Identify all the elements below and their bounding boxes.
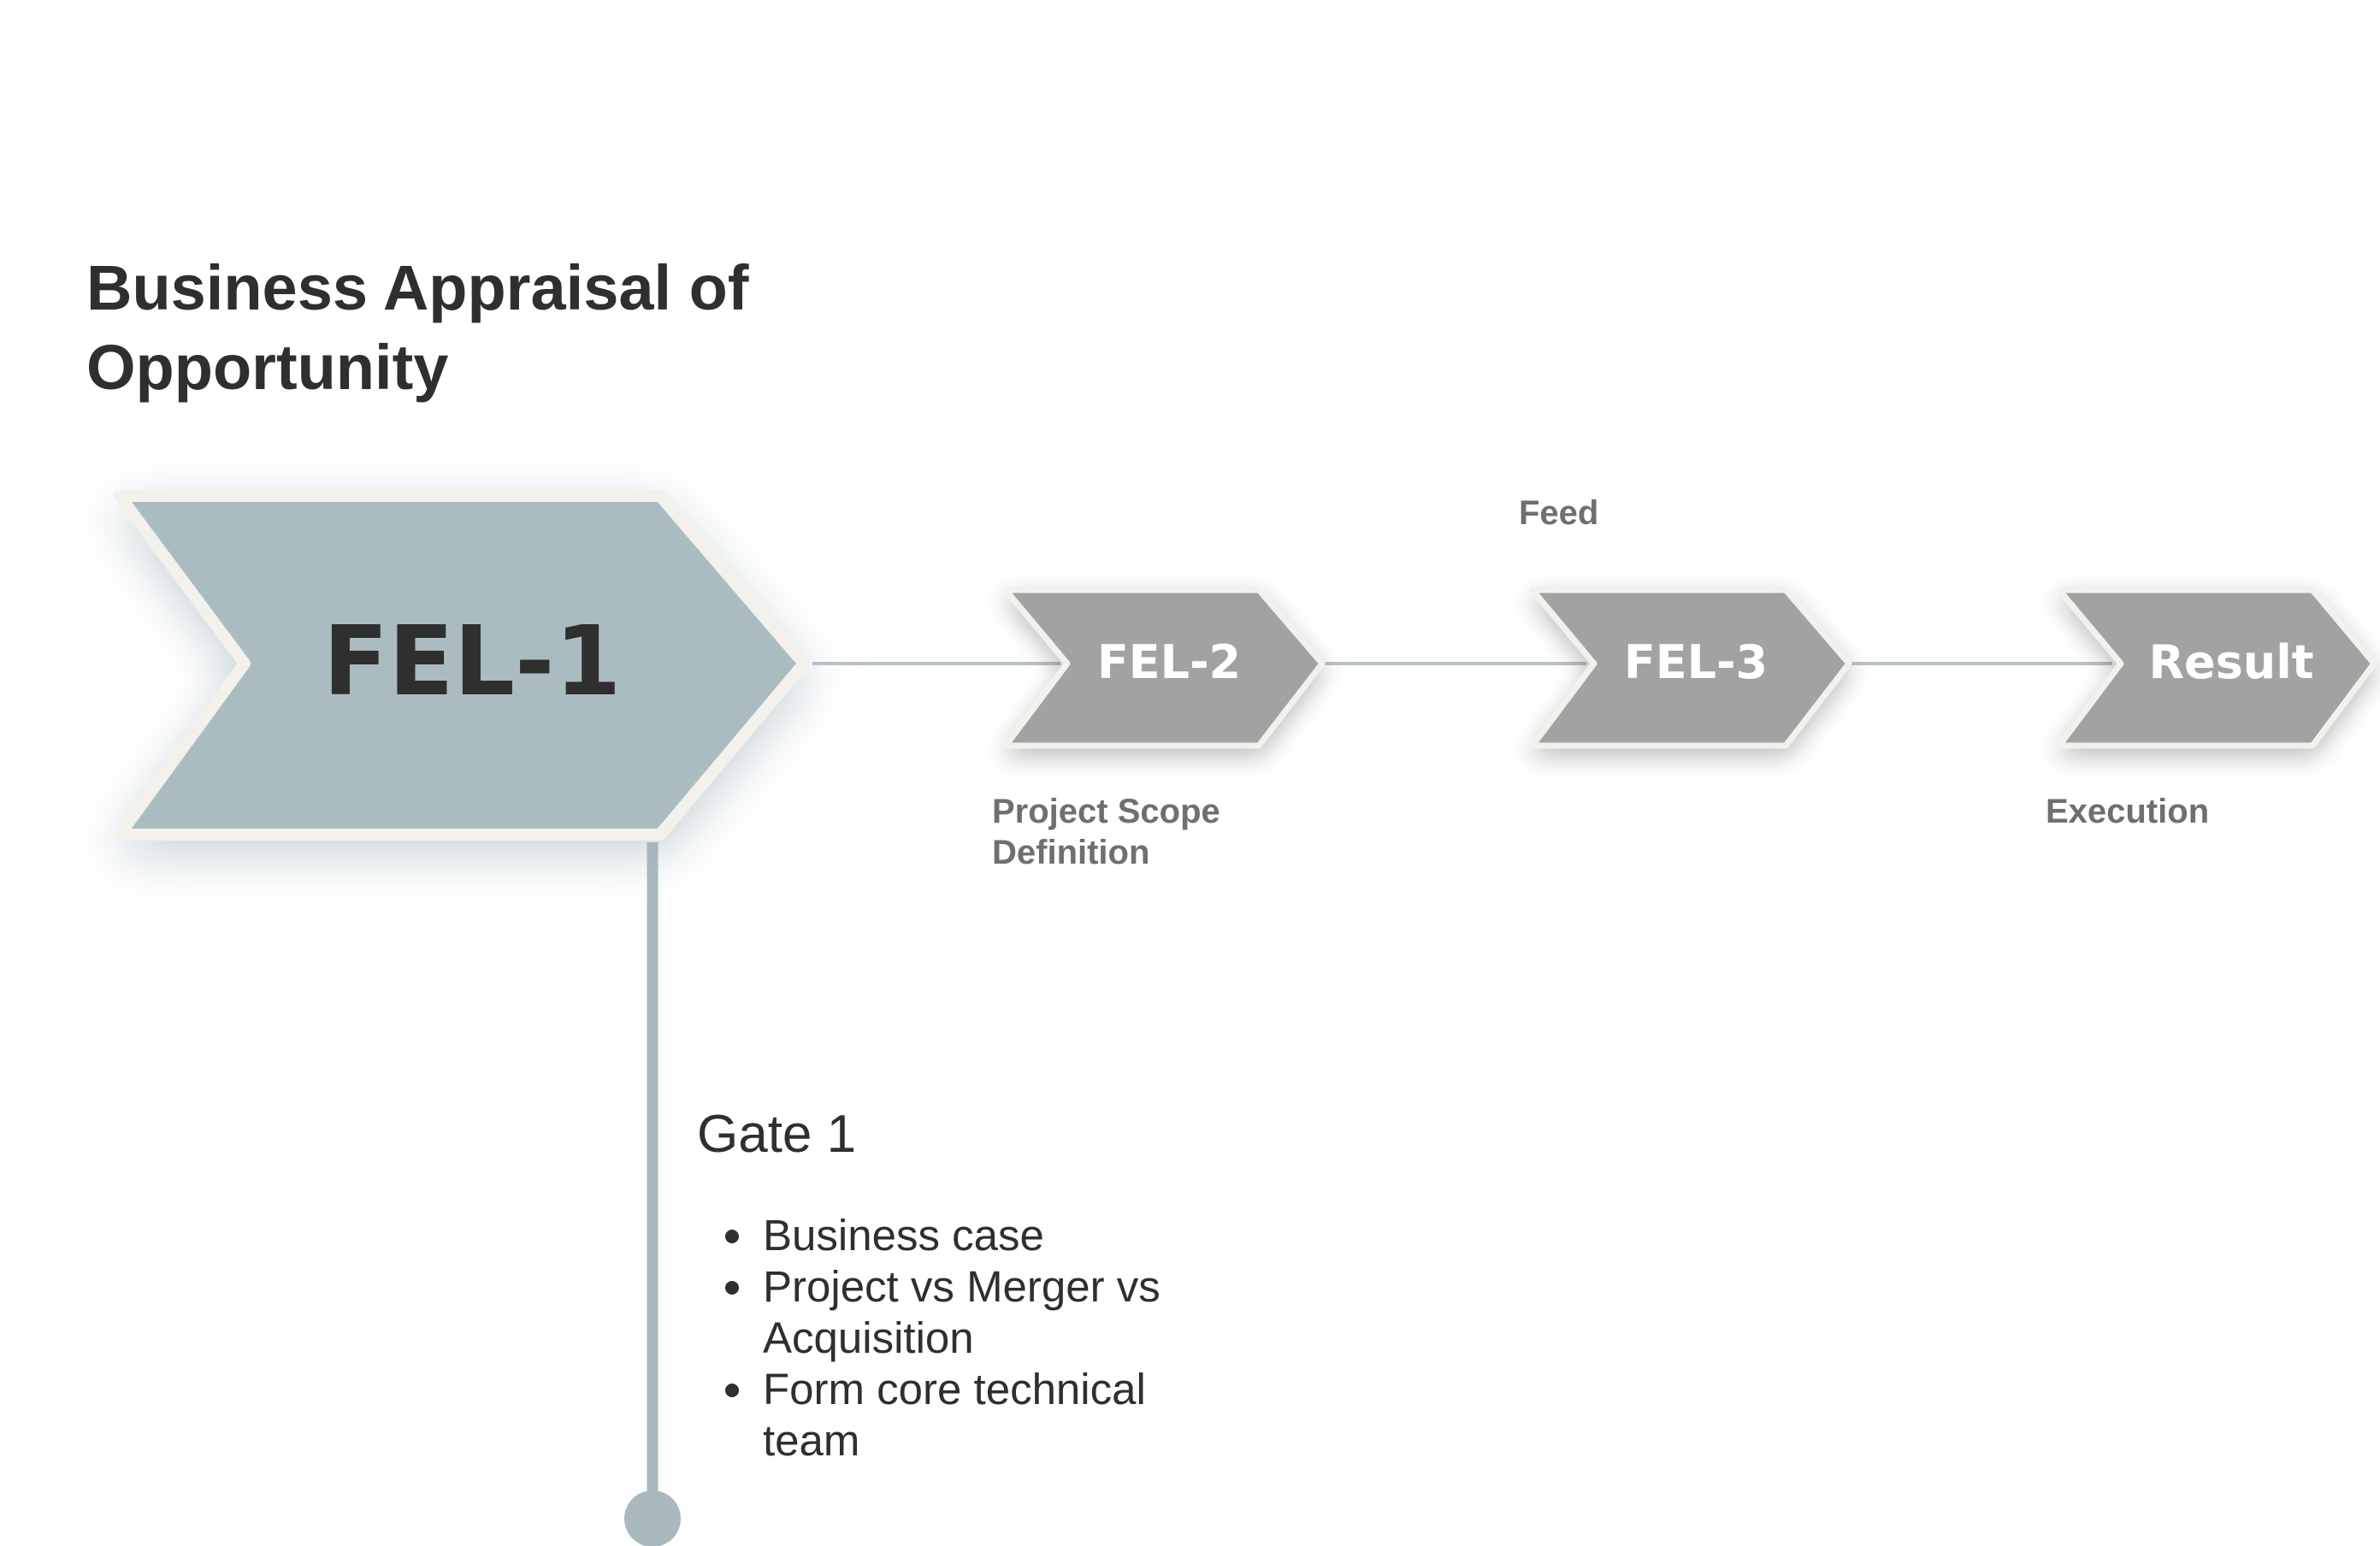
- stage-fel-3-label: FEL-3: [1624, 635, 1768, 689]
- diagram-title-line-2: Opportunity: [86, 332, 448, 403]
- stage-fel-1: [114, 490, 810, 841]
- gate-1-title: Gate 1: [697, 1105, 856, 1164]
- stage-result-label: Result: [2148, 635, 2313, 689]
- bullet-marker: [725, 1384, 739, 1397]
- stage-fel-3-chevron: [1529, 587, 1852, 749]
- stage-fel-1-label: FEL-1: [323, 606, 622, 717]
- bullet-item-2-line-1: Project vs Merger vs: [763, 1262, 1160, 1311]
- diagram-title-line-1: Business Appraisal of: [86, 252, 749, 323]
- stage-fel-2: [1002, 587, 1326, 749]
- bullet-item-3-line-1: Form core technical: [763, 1365, 1146, 1413]
- stage-result: [2056, 587, 2377, 749]
- gate-1-endpoint: [624, 1490, 681, 1546]
- stage-fel-2-caption-line-1: Project Scope: [992, 793, 1220, 830]
- stage-fel-2-chevron: [1002, 587, 1326, 749]
- bullet-item-1: Business case: [763, 1211, 1044, 1260]
- bullet-item-2-line-2: Acquisition: [763, 1313, 974, 1362]
- bullet-marker: [725, 1281, 739, 1295]
- bullet-item-3-line-2: team: [763, 1416, 859, 1465]
- stage-fel-2-caption-line-2: Definition: [992, 834, 1149, 871]
- stage-fel-3-caption: Feed: [1519, 494, 1598, 532]
- stage-fel-1-chevron: [114, 490, 810, 841]
- stage-result-chevron: [2056, 587, 2377, 749]
- stage-result-caption: Execution: [2046, 793, 2209, 830]
- bullet-marker: [725, 1230, 739, 1243]
- stage-fel-2-label: FEL-2: [1097, 635, 1241, 689]
- stage-fel-3: [1529, 587, 1852, 749]
- gate-1-bullet-list: Business case Project vs Merger vs Acqui…: [725, 1211, 1160, 1465]
